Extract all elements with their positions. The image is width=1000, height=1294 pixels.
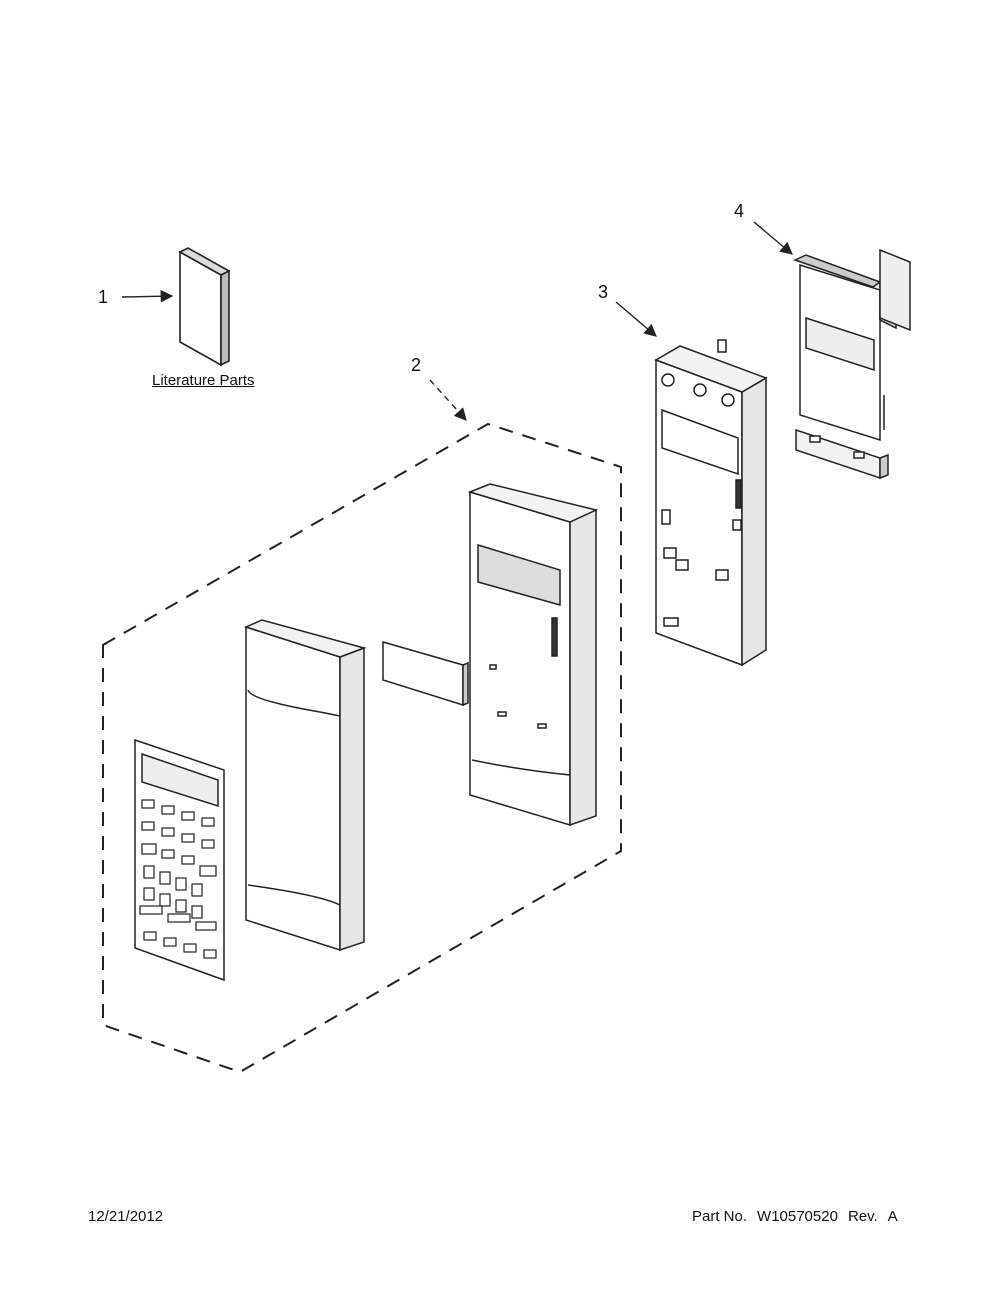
- callout-2-number: 2: [411, 355, 422, 375]
- control-panel-frame: [467, 483, 599, 827]
- callout-1-number: 1: [98, 287, 109, 307]
- literature-parts-label: Literature Parts: [152, 372, 255, 389]
- footer-date: 12/21/2012: [88, 1208, 164, 1225]
- footer-part-info: Part No. W10570520 Rev. A: [692, 1208, 908, 1225]
- callout-4-arrow: [753, 221, 793, 255]
- control-board-4: [792, 248, 911, 480]
- assembly-2-dashed-outline: [102, 422, 622, 1074]
- literature-booklet: [178, 247, 231, 367]
- callout-2-arrow: [429, 379, 467, 421]
- part-number-label: Part No.: [692, 1208, 748, 1225]
- callout-1-arrow: [121, 289, 174, 303]
- part-number: W10570520: [757, 1208, 838, 1225]
- callout-3-number: 3: [598, 282, 609, 302]
- mounting-bracket-3: [654, 339, 768, 667]
- revision-label: Rev.: [847, 1208, 878, 1225]
- callout-4-number: 4: [734, 201, 745, 221]
- revision: A: [887, 1208, 898, 1225]
- callout-3-arrow: [615, 301, 657, 337]
- keypad-membrane: [134, 738, 225, 982]
- keypad-buttons: [139, 799, 217, 959]
- display-window: [382, 641, 469, 707]
- control-panel-trim: [243, 619, 367, 952]
